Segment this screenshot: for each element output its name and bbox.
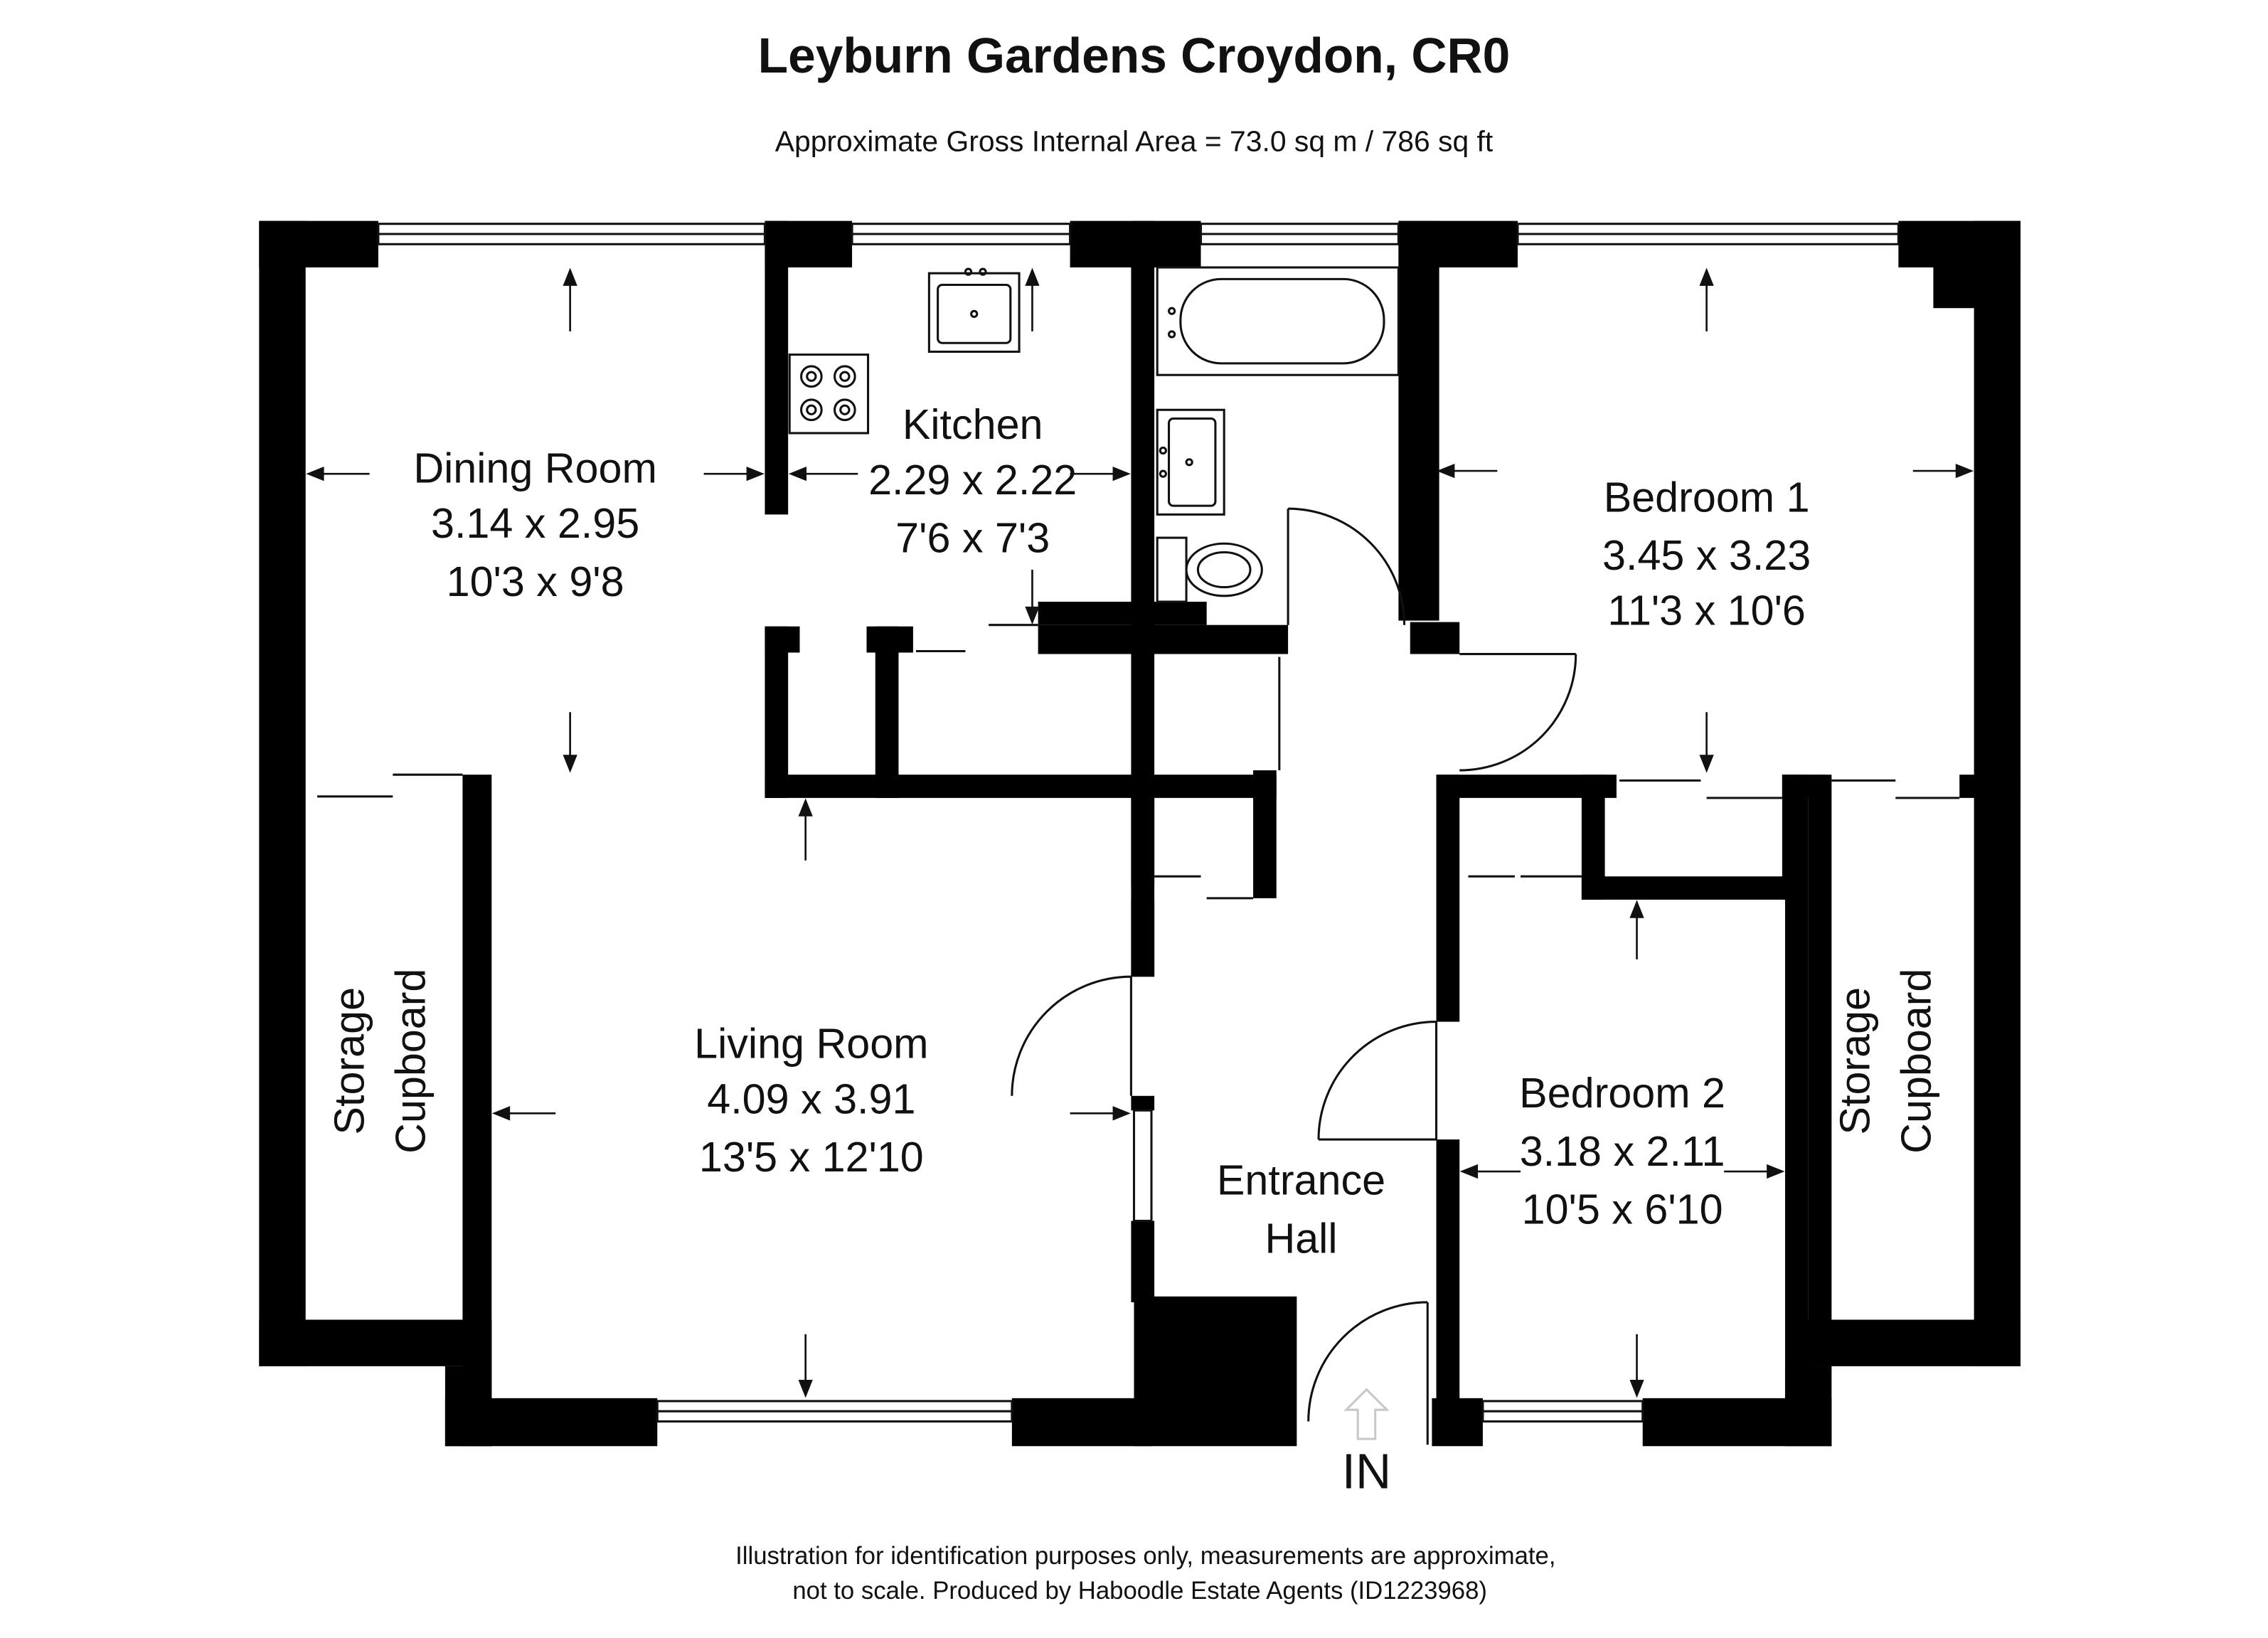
- bedroom-1-name: Bedroom 1: [1604, 473, 1810, 521]
- living-room-name: Living Room: [694, 1020, 928, 1068]
- plan-subtitle: Approximate Gross Internal Area = 73.0 s…: [775, 125, 1494, 158]
- living-room-imperial: 13'5 x 12'10: [699, 1133, 924, 1181]
- bath-icon: [1156, 266, 1400, 376]
- kitchen-imperial: 7'6 x 7'3: [895, 514, 1050, 562]
- basin-icon: [1156, 408, 1225, 516]
- windows: [377, 223, 1900, 1423]
- storage-left-line-1: Storage: [325, 987, 373, 1135]
- bedroom-1-metric: 3.45 x 3.23: [1602, 531, 1811, 579]
- storage-right-line-2: Cupboard: [1892, 969, 1939, 1154]
- footer-line-1: Illustration for identification purposes…: [735, 1543, 1555, 1570]
- footer-line-2: not to scale. Produced by Haboodle Estat…: [792, 1578, 1487, 1605]
- storage-left-line-2: Cupboard: [386, 969, 434, 1154]
- kitchen-name: Kitchen: [903, 400, 1043, 448]
- fixtures: [788, 266, 1400, 603]
- living-room-metric: 4.09 x 3.91: [707, 1075, 915, 1122]
- dining-room-imperial: 10'3 x 9'8: [447, 558, 624, 605]
- bedroom-2-imperial: 10'5 x 6'10: [1522, 1186, 1723, 1233]
- entrance-arrow-icon: [1343, 1388, 1390, 1440]
- storage-right-line-1: Storage: [1831, 987, 1879, 1135]
- sink-icon: [927, 267, 1021, 353]
- walls: [259, 220, 2021, 1447]
- dining-room-name: Dining Room: [413, 444, 656, 491]
- room-labels: Dining Room 3.14 x 2.95 10'3 x 9'8 Kitch…: [325, 400, 1939, 1262]
- plan-title: Leyburn Gardens Croydon, CR0: [758, 28, 1511, 83]
- bedroom-1-imperial: 11'3 x 10'6: [1607, 587, 1806, 634]
- entrance-hall-line-2: Hall: [1265, 1214, 1337, 1262]
- bedroom-2-name: Bedroom 2: [1519, 1069, 1725, 1117]
- dining-room-metric: 3.14 x 2.95: [431, 499, 639, 547]
- bedroom-2-metric: 3.18 x 2.11: [1520, 1127, 1725, 1175]
- toilet-icon: [1156, 536, 1263, 603]
- entrance-hall-line-1: Entrance: [1217, 1156, 1385, 1204]
- doors: [317, 507, 1960, 1445]
- kitchen-metric: 2.29 x 2.22: [868, 456, 1077, 504]
- dimension-arrows: [306, 267, 1974, 1398]
- entrance-in-label: IN: [1342, 1444, 1391, 1499]
- hob-icon: [788, 353, 870, 435]
